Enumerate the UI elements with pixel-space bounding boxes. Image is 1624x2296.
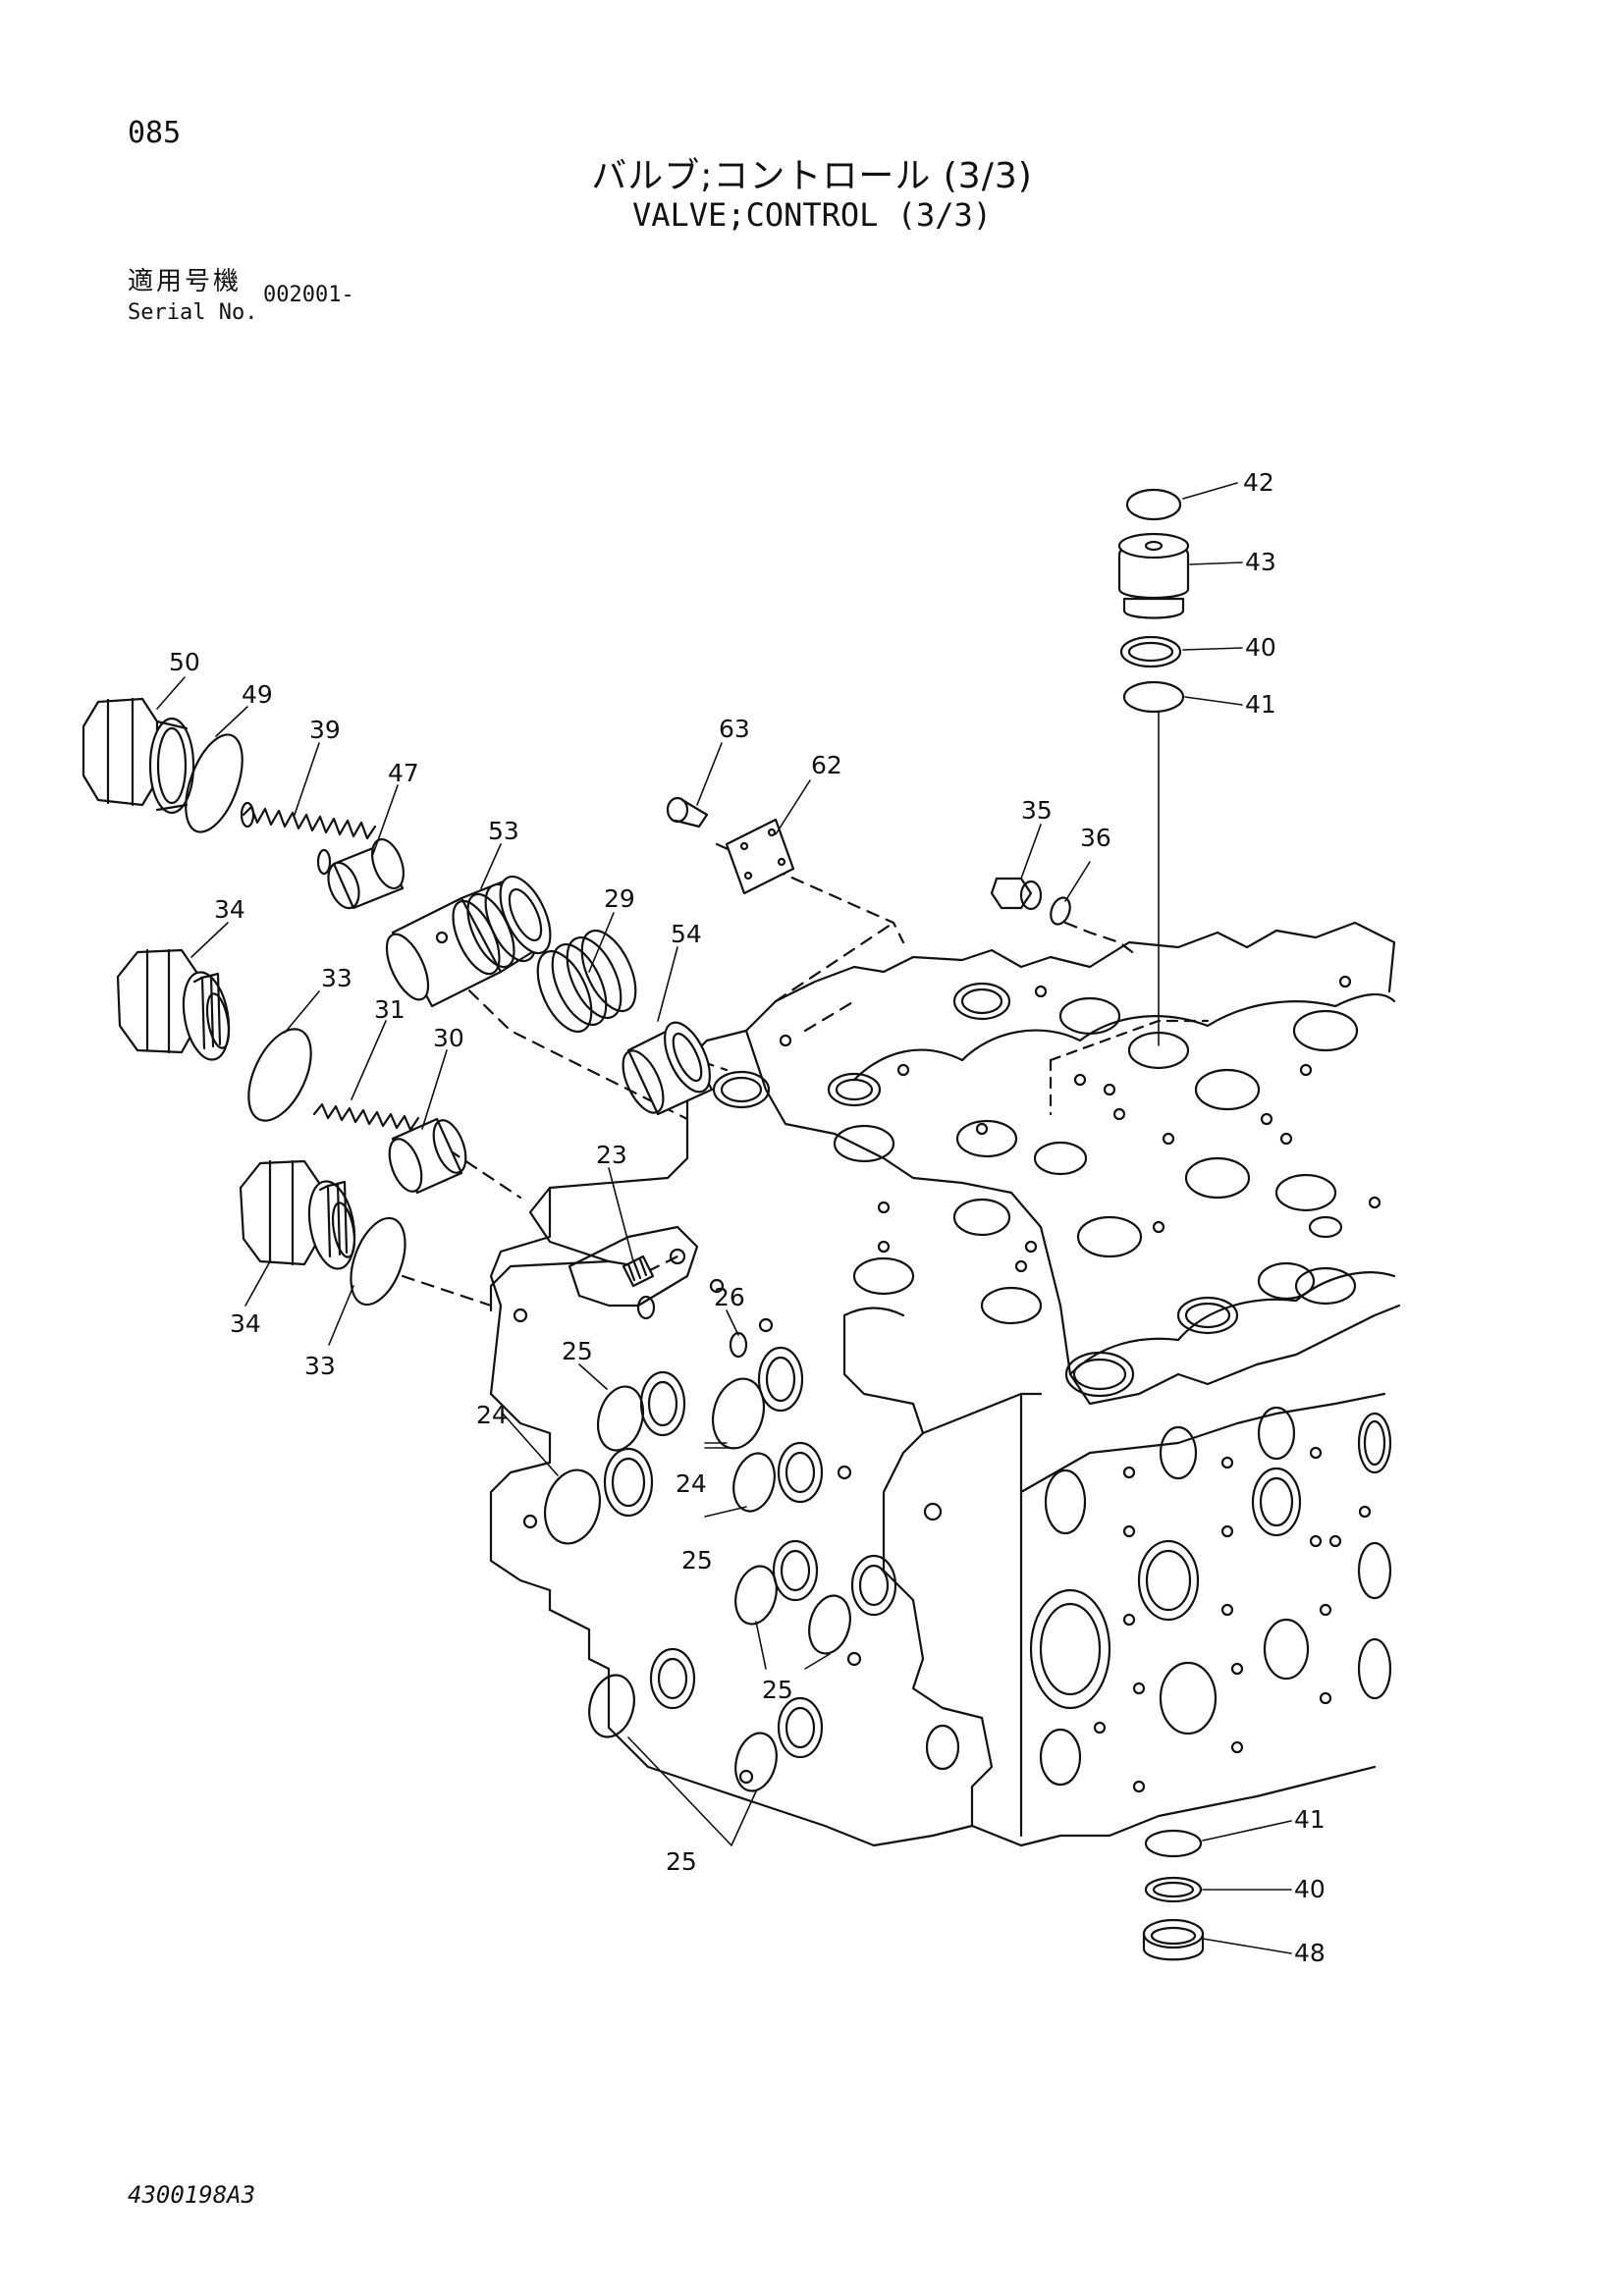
- part-48-cap: [1142, 1918, 1205, 1961]
- callout-30: 30: [433, 1024, 464, 1052]
- serial-number-value: 002001-: [263, 283, 354, 307]
- title-english: VALVE;CONTROL (3/3): [631, 196, 993, 234]
- callout-47: 47: [388, 759, 419, 787]
- callout-42: 42: [1243, 468, 1274, 497]
- callout-40-upper: 40: [1245, 633, 1276, 662]
- callout-62: 62: [811, 751, 842, 779]
- part-43-plug: [1117, 532, 1190, 619]
- leader-lines: [156, 482, 1292, 1954]
- callout-labels: 50 49 39 47 53 29 54 34 33 31 30 34 33 6…: [169, 468, 1326, 1967]
- part-25-o-ring-e: [588, 1674, 635, 1738]
- callout-29: 29: [604, 884, 635, 913]
- callout-36: 36: [1080, 824, 1111, 852]
- callout-33-upper: 33: [321, 964, 352, 992]
- callout-49: 49: [242, 680, 273, 709]
- callout-63: 63: [719, 715, 750, 743]
- part-40-ring-lower: [1144, 1876, 1203, 1903]
- part-34-plug-lower: [239, 1159, 356, 1270]
- page-number: 085: [128, 116, 182, 150]
- title-japanese: バルブ;コントロール (3/3): [591, 156, 1033, 196]
- document-code: 4300198A3: [128, 2181, 256, 2209]
- part-30-plunger: [388, 1117, 467, 1195]
- callout-35: 35: [1021, 796, 1053, 825]
- part-25-o-ring-b: [732, 1452, 776, 1513]
- part-62-plate: [725, 818, 795, 895]
- part-41-o-ring-lower: [1144, 1829, 1203, 1858]
- part-33-o-ring-upper: [247, 1028, 312, 1122]
- part-63-screw: [666, 796, 709, 828]
- callout-23: 23: [596, 1141, 627, 1169]
- part-25-o-ring-f: [734, 1732, 778, 1792]
- part-49-o-ring: [185, 733, 244, 833]
- part-33-o-ring-lower: [350, 1216, 406, 1307]
- part-25-o-ring-a: [596, 1385, 645, 1452]
- callout-50: 50: [169, 648, 200, 676]
- callout-43: 43: [1245, 548, 1276, 576]
- callout-40-lower: 40: [1294, 1875, 1326, 1903]
- part-54-sleeve: [622, 1021, 714, 1116]
- serial-label-english: Serial No.: [128, 300, 258, 325]
- callout-24-a: 24: [476, 1401, 508, 1429]
- part-35-plug: [990, 877, 1043, 911]
- part-36-o-ring: [1050, 896, 1071, 926]
- callout-25-d: 25: [666, 1847, 697, 1876]
- callout-25-b: 25: [681, 1546, 713, 1575]
- part-24-o-ring-a: [712, 1377, 765, 1450]
- part-50-plug: [81, 697, 195, 815]
- part-24-o-ring-b: [544, 1468, 601, 1545]
- serial-label-japanese: 適用号機: [128, 267, 243, 296]
- part-23-plug: [622, 1255, 656, 1320]
- callout-54: 54: [671, 920, 702, 948]
- callout-34-lower: 34: [230, 1309, 261, 1338]
- callout-31: 31: [374, 995, 406, 1024]
- part-41-o-ring-upper: [1122, 680, 1185, 714]
- part-40-ring-upper: [1119, 635, 1182, 668]
- part-26-o-ring: [729, 1331, 748, 1359]
- callout-33-lower: 33: [304, 1352, 336, 1380]
- callout-25-c: 25: [762, 1676, 793, 1704]
- callout-34-upper: 34: [214, 895, 245, 924]
- part-25-o-ring-c: [734, 1565, 778, 1626]
- valve-body: [489, 921, 1401, 1847]
- part-47-spool-piece: [327, 838, 405, 910]
- part-25-o-ring-d: [808, 1594, 851, 1655]
- callout-24-b: 24: [676, 1469, 707, 1498]
- callout-48: 48: [1294, 1939, 1326, 1967]
- callout-25-a: 25: [562, 1337, 593, 1365]
- part-29-spring: [536, 929, 637, 1034]
- callout-41-upper: 41: [1245, 690, 1276, 719]
- part-53-spool: [385, 875, 552, 1008]
- callout-26: 26: [714, 1283, 745, 1311]
- part-31-spring: [312, 1102, 420, 1132]
- callout-39: 39: [309, 716, 341, 744]
- callout-53: 53: [488, 817, 519, 845]
- part-42-o-ring: [1125, 488, 1182, 521]
- callout-41-lower: 41: [1294, 1805, 1326, 1834]
- part-39-spring: [240, 801, 377, 876]
- part-34-plug-upper: [116, 948, 231, 1061]
